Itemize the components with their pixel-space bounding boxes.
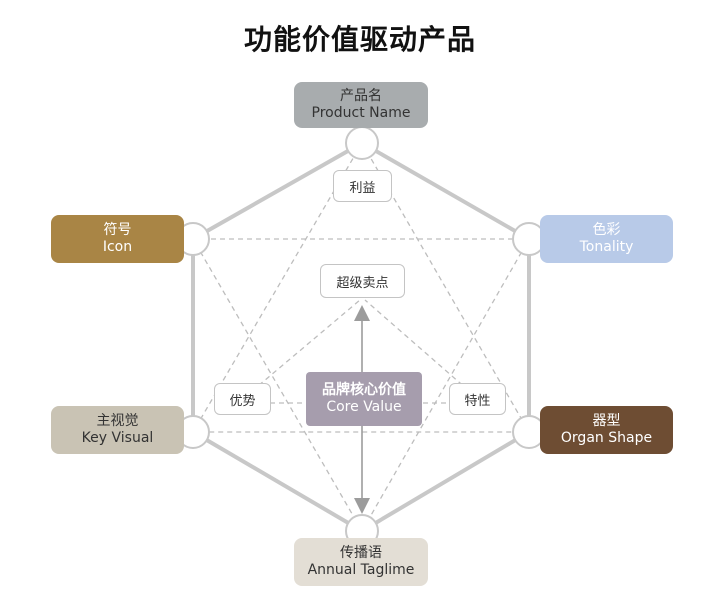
node-icon-cn: 符号: [103, 221, 132, 238]
node-tonality-en: Tonality: [579, 239, 634, 255]
node-icon-en: Icon: [102, 239, 133, 255]
dashed-triangle-up: [191, 141, 531, 433]
dashed-line-advantage-selling: [244, 299, 361, 398]
node-key-visual: 主视觉 Key Visual: [51, 406, 184, 454]
core-value-box: 品牌核心价值 Core Value: [306, 372, 422, 426]
dashed-line-feature-selling: [364, 299, 477, 398]
node-annual-tagline: 传播语 Annual Taglime: [294, 538, 428, 586]
vertex-circle-top: [345, 126, 379, 160]
label-advantage: 优势: [214, 383, 271, 415]
node-icon: 符号 Icon: [51, 215, 184, 263]
node-product-name-cn: 产品名: [340, 87, 382, 104]
node-organ-shape-cn: 器型: [592, 412, 621, 429]
core-value-en: Core Value: [326, 399, 402, 415]
node-key-visual-cn: 主视觉: [96, 412, 139, 429]
node-key-visual-en: Key Visual: [81, 430, 154, 446]
core-value-cn: 品牌核心价值: [322, 381, 406, 398]
node-product-name: 产品名 Product Name: [294, 82, 428, 128]
node-organ-shape-en: Organ Shape: [560, 430, 653, 446]
node-annual-tagline-cn: 传播语: [340, 544, 382, 561]
node-organ-shape: 器型 Organ Shape: [540, 406, 673, 454]
node-tonality-cn: 色彩: [592, 221, 621, 238]
node-annual-tagline-en: Annual Taglime: [307, 562, 415, 578]
label-feature: 特性: [449, 383, 506, 415]
dashed-triangle-down: [191, 238, 531, 533]
label-benefit: 利益: [333, 170, 392, 202]
node-tonality: 色彩 Tonality: [540, 215, 673, 263]
page-title: 功能价值驱动产品: [243, 23, 476, 56]
node-product-name-en: Product Name: [311, 105, 411, 121]
label-super-selling-point: 超级卖点: [320, 264, 405, 298]
